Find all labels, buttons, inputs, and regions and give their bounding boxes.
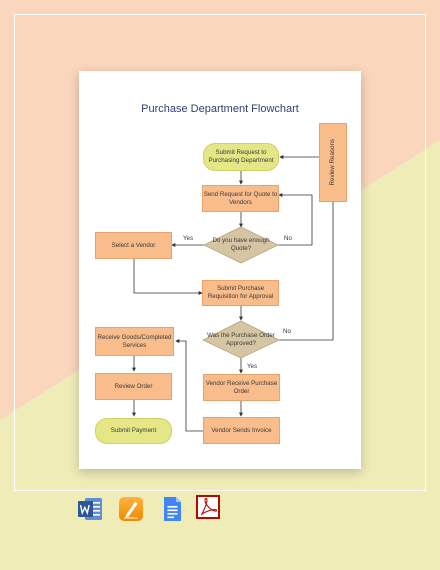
node-submit-payment: Submit Payment	[95, 418, 172, 444]
edge-label-quote-yes: Yes	[183, 235, 194, 242]
page-title: Purchase Department Flowchart	[141, 103, 299, 115]
review-reasons-label: Review Reasons	[329, 139, 337, 186]
decorative-frame	[14, 14, 426, 491]
node-submit-request: Submit Request to Purchasing Department	[203, 143, 279, 171]
node-po-approved: Was the Purchase Order Approved?	[207, 332, 275, 347]
node-enough-quote: Do you have enough Quote?	[212, 237, 270, 252]
flowchart-page	[79, 71, 361, 469]
node-vendor-receive-po: Vendor Receive Purchase Order	[203, 374, 280, 401]
node-send-request-quote: Send Request for Quote to Vendors	[202, 185, 279, 212]
pages-icon[interactable]	[118, 496, 144, 522]
google-docs-icon[interactable]	[159, 496, 185, 522]
decision-enough-quote-shape	[203, 226, 279, 264]
edge-label-approved-no: No	[283, 328, 291, 335]
node-select-vendor: Select a Vendor	[95, 232, 172, 259]
file-format-icons	[0, 491, 440, 531]
node-review-reasons: Review Reasons	[319, 123, 347, 202]
node-receive-goods: Receive Goods/Completed Services	[95, 327, 174, 356]
decision-po-approved-shape	[202, 320, 280, 359]
node-vendor-sends-invoice: Vendor Sends Invoice	[203, 417, 280, 444]
edge-label-approved-yes: Yes	[247, 363, 258, 370]
word-icon[interactable]	[77, 496, 103, 522]
pdf-icon[interactable]	[195, 494, 221, 520]
edge-label-quote-no: No	[284, 235, 292, 242]
node-submit-requisition: Submit Purchase Requisition for Approval	[202, 280, 279, 306]
node-review-order: Review Order	[95, 373, 172, 400]
